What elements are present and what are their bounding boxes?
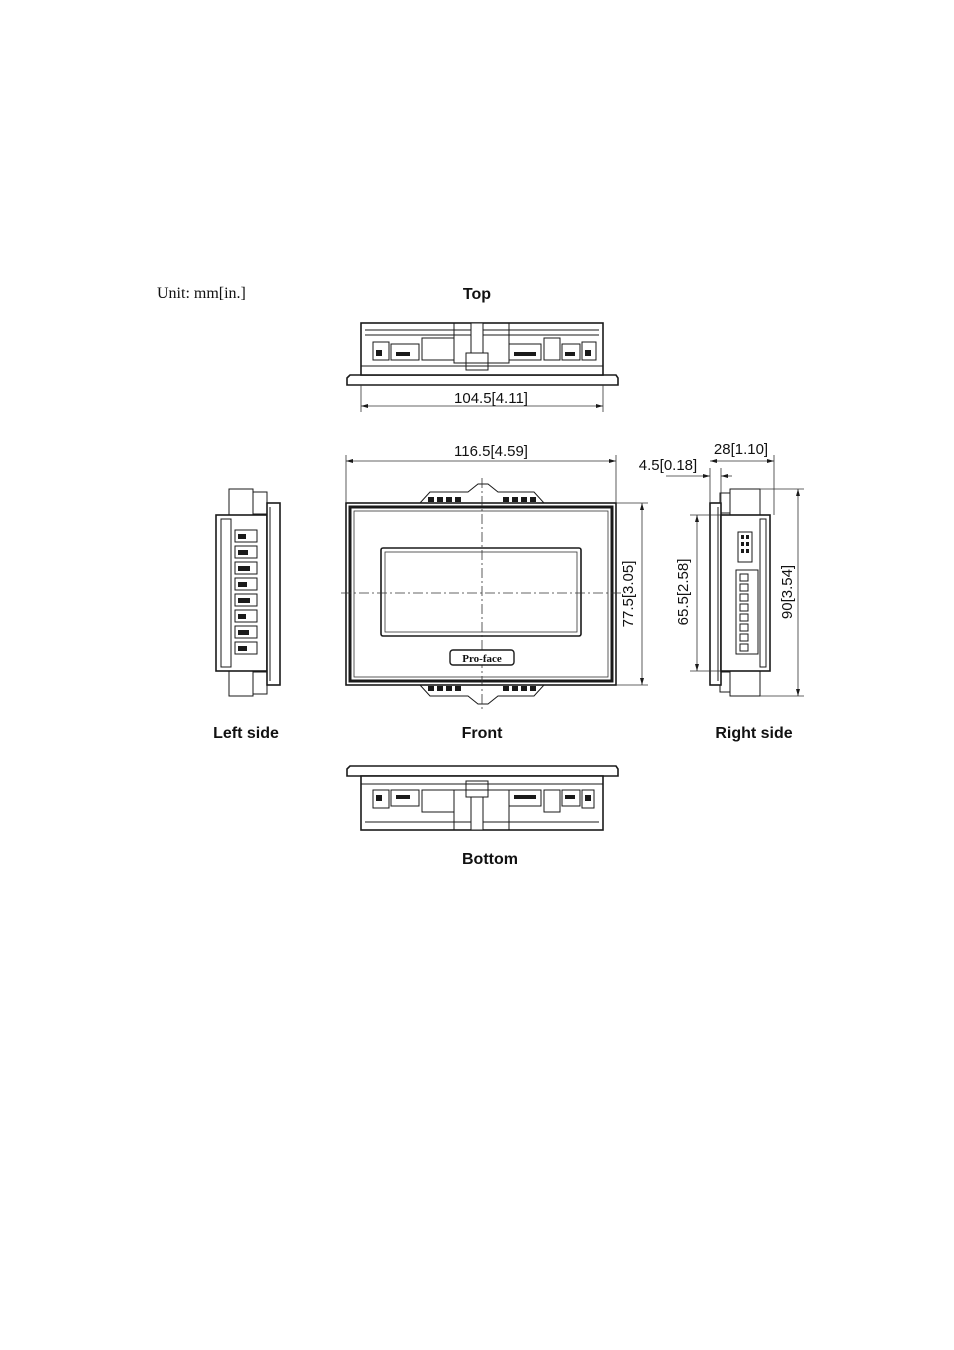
view-title-right-side: Right side [715,725,792,742]
dim-body-height: 65.5[2.58] [675,559,692,626]
front-logo: Pro-face [462,653,502,665]
view-title-bottom: Bottom [462,851,518,868]
dim-front-height: 77.5[3.05] [620,561,637,628]
bottom-view [347,766,618,830]
dim-bezel-depth: 4.5[0.18] [639,457,697,474]
dim-front-width: 116.5[4.59] [454,443,528,460]
dim-total-depth: 28[1.10] [714,441,768,458]
unit-note: Unit: mm[in.] [157,285,246,302]
dim-total-height: 90[3.54] [779,565,796,619]
dim-top-width: 104.5[4.11] [454,390,528,407]
left-side-view [216,489,280,696]
view-title-front: Front [462,725,504,742]
view-title-left-side: Left side [213,725,279,742]
front-view: Pro-face [341,455,648,710]
view-title-top: Top [463,286,491,303]
